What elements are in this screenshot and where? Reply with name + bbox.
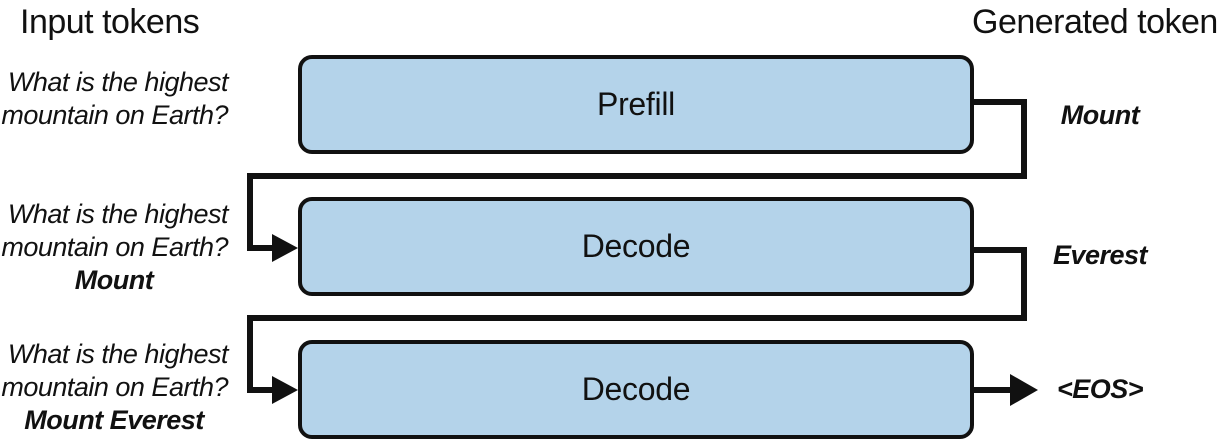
- feedback-connector-2: [247, 247, 1027, 393]
- generated-token-2: Everest: [1052, 240, 1148, 270]
- input-tokens-heading: Input tokens: [20, 3, 200, 41]
- generated-token-1: Mount: [1060, 100, 1140, 130]
- input-line: What is the highest: [7, 67, 229, 97]
- input-appended-token: Mount: [74, 265, 154, 295]
- input-appended-token: Mount Everest: [24, 405, 204, 435]
- input-tokens-step-2: What is the highest mountain on Earth? M…: [0, 198, 228, 297]
- decode-stage-box: Decode: [298, 197, 974, 296]
- stage-label: Decode: [581, 371, 691, 407]
- arrowhead-icon: [272, 376, 298, 404]
- input-tokens-step-3: What is the highest mountain on Earth? M…: [0, 338, 228, 437]
- arrowhead-icon: [1010, 374, 1038, 406]
- arrowhead-icon: [272, 234, 298, 262]
- prefill-stage-box: Prefill: [298, 55, 974, 154]
- decode-stage-box: Decode: [298, 340, 974, 439]
- generated-token-3: <EOS>: [1056, 374, 1144, 404]
- input-line: What is the highest: [7, 339, 229, 369]
- input-tokens-step-1: What is the highest mountain on Earth?: [0, 66, 228, 132]
- feedback-connector-1: [247, 99, 1027, 251]
- input-line: What is the highest: [7, 199, 229, 229]
- stage-label: Prefill: [597, 86, 675, 122]
- input-line: mountain on Earth?: [1, 232, 228, 262]
- stage-label: Decode: [581, 228, 691, 264]
- input-line: mountain on Earth?: [1, 100, 228, 130]
- input-line: mountain on Earth?: [1, 372, 228, 402]
- generated-token-heading: Generated token: [972, 3, 1218, 41]
